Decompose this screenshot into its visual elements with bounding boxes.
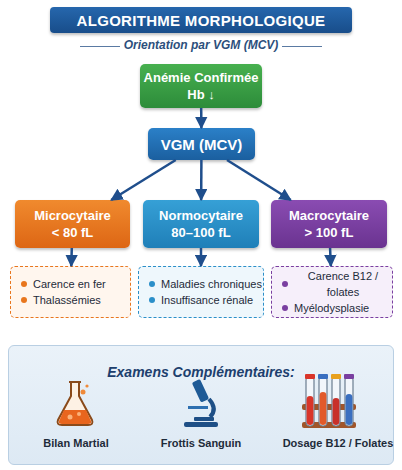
subtitle-rule	[80, 46, 120, 47]
box-value: < 80 fL	[52, 224, 94, 241]
title-text: ALGORITHME MORPHOLOGIQUE	[77, 12, 326, 29]
bullet-dot	[21, 281, 27, 287]
flask-icon	[50, 378, 100, 428]
category-box: Microcytaire< 80 fL	[15, 200, 130, 248]
bullet-dot	[21, 297, 27, 303]
box-value: 80–100 fL	[171, 224, 230, 241]
process-box: VGM (MCV)	[148, 128, 255, 160]
subtitle-text: Orientation par VGM (MCV)	[120, 38, 282, 52]
title-band: ALGORITHME MORPHOLOGIQUE	[50, 7, 352, 33]
cause-box: Maladies chroniquesInsuffisance rénale	[138, 266, 264, 318]
arrow-connector	[111, 160, 176, 200]
bullet-row: Thalassémies	[21, 292, 101, 308]
box-value: > 100 fL	[305, 224, 354, 241]
bullet-row: Carence B12 / folates	[282, 268, 392, 300]
bullet-text: Myélodysplasie	[294, 300, 369, 316]
bullet-text: Carence B12 / folates	[294, 268, 392, 300]
bullet-row: Insuffisance rénale	[149, 292, 253, 308]
microscope-icon	[176, 377, 226, 429]
test-tubes-icon	[300, 374, 358, 430]
bullet-dot	[282, 305, 288, 311]
arrow-connector	[227, 160, 291, 200]
cause-box: Carence en ferThalassémies	[10, 266, 131, 318]
bullet-dot	[149, 297, 155, 303]
bullet-row: Maladies chroniques	[149, 276, 262, 292]
arrow-connector	[70, 248, 73, 266]
category-box: Macrocytaire> 100 fL	[271, 200, 387, 248]
exam-label: Dosage B12 / Folates	[273, 437, 402, 449]
bullet-row: Myélodysplasie	[282, 300, 369, 316]
exam-label: Frottis Sanguin	[136, 437, 266, 449]
bullet-dot	[282, 281, 288, 287]
box-heading: Anémie Confirmée	[144, 69, 259, 86]
bullet-text: Carence en fer	[33, 276, 106, 292]
cause-box: Carence B12 / folatesMyélodysplasie	[271, 266, 393, 318]
bullet-text: Insuffisance rénale	[161, 292, 253, 308]
box-heading: Macrocytaire	[289, 207, 369, 224]
arrow-connector	[200, 160, 203, 200]
box-heading: Microcytaire	[34, 207, 111, 224]
arrow-connector	[329, 248, 332, 266]
bullet-dot	[149, 281, 155, 287]
arrow-connector	[200, 248, 203, 266]
bullet-row: Carence en fer	[21, 276, 106, 292]
category-box: Normocytaire80–100 fL	[143, 200, 259, 248]
subtitle-rule	[282, 46, 322, 47]
bullet-text: Thalassémies	[33, 292, 101, 308]
box-heading: Normocytaire	[159, 207, 243, 224]
arrow-connector	[200, 108, 203, 128]
start-box: Anémie ConfirméeHb ↓	[140, 64, 262, 108]
box-value: Hb ↓	[187, 86, 214, 103]
exam-label: Bilan Martial	[11, 437, 141, 449]
box-heading: VGM (MCV)	[161, 135, 243, 154]
bullet-text: Maladies chroniques	[161, 276, 262, 292]
